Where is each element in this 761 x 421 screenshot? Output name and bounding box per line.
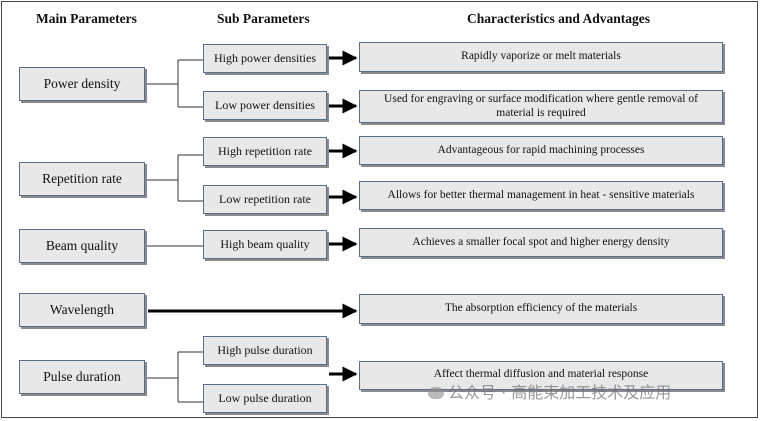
sub-high-pulse-duration: High pulse duration [203, 336, 327, 365]
char-focal-spot: Achieves a smaller focal spot and higher… [359, 228, 723, 257]
sub-high-beam-quality: High beam quality [203, 230, 327, 259]
char-absorption-efficiency: The absorption efficiency of the materia… [359, 294, 723, 324]
char-engraving: Used for engraving or surface modificati… [359, 90, 723, 123]
watermark: 公众号 · 高能束加工技术及应用 [428, 379, 671, 403]
connector-pulse-duration [146, 351, 203, 403]
main-wavelength: Wavelength [19, 293, 145, 327]
char-rapidly-vaporize: Rapidly vaporize or melt materials [359, 42, 723, 72]
connector-repetition-rate [146, 154, 203, 202]
sub-low-repetition-rate: Low repetition rate [203, 185, 327, 214]
sub-high-power-densities: High power densities [203, 44, 327, 73]
main-beam-quality: Beam quality [19, 229, 145, 263]
watermark-text: 公众号 · 高能束加工技术及应用 [448, 383, 672, 402]
header-sub-parameters: Sub Parameters [217, 11, 310, 26]
char-thermal-management: Allows for better thermal management in … [359, 181, 723, 210]
header-characteristics: Characteristics and Advantages [467, 11, 650, 26]
main-pulse-duration: Pulse duration [19, 360, 145, 394]
char-rapid-machining: Advantageous for rapid machining process… [359, 136, 723, 165]
char-thermal-diffusion: Affect thermal diffusion and material re… [359, 361, 723, 390]
connector-power-density [146, 59, 203, 108]
sub-low-pulse-duration: Low pulse duration [203, 384, 327, 413]
wechat-icon [428, 387, 444, 399]
sub-high-repetition-rate: High repetition rate [203, 137, 327, 166]
main-repetition-rate: Repetition rate [19, 162, 145, 196]
header-main-parameters: Main Parameters [36, 11, 137, 26]
main-power-density: Power density [19, 67, 145, 101]
sub-low-power-densities: Low power densities [203, 91, 327, 120]
